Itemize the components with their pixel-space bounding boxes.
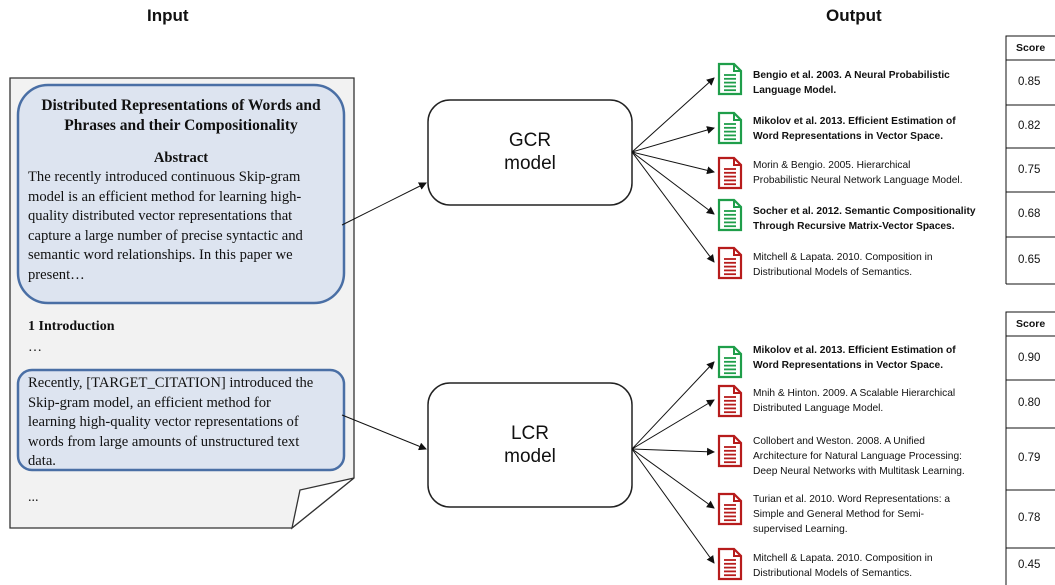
abstract-box bbox=[16, 83, 346, 305]
document-icon-red bbox=[717, 547, 743, 581]
context-box bbox=[16, 368, 346, 472]
gcr-model-label: GCR model bbox=[428, 129, 632, 175]
score-value: 0.90 bbox=[1018, 352, 1041, 364]
input-header: Input bbox=[147, 6, 189, 25]
lcr-model-line2: model bbox=[504, 446, 556, 467]
citation-text-line: Distributional Models of Semantics. bbox=[753, 267, 913, 278]
gcr-output-arrows bbox=[631, 77, 715, 263]
citation-text-line: Mnih & Hinton. 2009. A Scalable Hierarch… bbox=[753, 388, 956, 399]
lcr-model-line1: LCR bbox=[510, 423, 549, 444]
citation-text-line: Distributional Models of Semantics. bbox=[753, 568, 913, 579]
citation-text-line: Deep Neural Networks with Multitask Lear… bbox=[753, 466, 965, 477]
document-icon-red bbox=[717, 384, 743, 418]
citation-text-line: Turian et al. 2010. Word Representations… bbox=[753, 494, 951, 505]
paper-title: Distributed Representations of Words and… bbox=[41, 97, 321, 134]
gcr-score-table bbox=[1005, 35, 1055, 285]
context-line: words from large amounts of unstructured… bbox=[28, 433, 300, 450]
citation-text-line: Mitchell & Lapata. 2010. Composition in bbox=[753, 553, 933, 564]
abstract-line: model is an efficient method for learnin… bbox=[28, 188, 302, 205]
score-value: 0.79 bbox=[1018, 452, 1041, 464]
lcr-score-table bbox=[1005, 311, 1055, 585]
citation-text-line: Word Representations in Vector Space. bbox=[753, 360, 944, 371]
abstract-line: quality distributed vector representatio… bbox=[28, 208, 293, 224]
citation-text-line: Bengio et al. 2003. A Neural Probabilist… bbox=[753, 70, 950, 81]
arrow-abstract-to-gcr bbox=[341, 182, 427, 226]
score-value: 0.45 bbox=[1018, 559, 1041, 571]
document-icon-red bbox=[717, 156, 743, 190]
intro-heading: 1 Introduction bbox=[28, 319, 115, 334]
citation-text-line: Mitchell & Lapata. 2010. Composition in bbox=[753, 252, 933, 263]
context-line: Skip-gram model, an efficient method for bbox=[28, 394, 271, 411]
abstract-line: present… bbox=[28, 266, 85, 283]
score-value: 0.82 bbox=[1018, 120, 1041, 132]
gcr-model-line2: model bbox=[504, 153, 556, 174]
score-value: 0.85 bbox=[1018, 76, 1041, 88]
citation-text-line: Architecture for Natural Language Proces… bbox=[753, 451, 962, 462]
context-line: learning high-quality vector representat… bbox=[28, 414, 299, 430]
citation-text-line: Mikolov et al. 2013. Efficient Estimatio… bbox=[753, 116, 956, 127]
abstract-line: The recently introduced continuous Skip-… bbox=[28, 169, 301, 185]
abstract-line: capture a large number of precise syntac… bbox=[28, 227, 303, 244]
lcr-model-label: LCR model bbox=[428, 422, 632, 468]
document-icon-red bbox=[717, 434, 743, 468]
citation-text-line: Language Model. bbox=[753, 85, 837, 96]
abstract-heading: Abstract bbox=[153, 150, 209, 166]
score-value: 0.78 bbox=[1018, 512, 1041, 524]
paper-fold bbox=[290, 477, 355, 530]
output-header: Output bbox=[826, 6, 882, 25]
arrow-context-to-lcr bbox=[341, 414, 427, 451]
citation-text-line: Probabilistic Neural Network Language Mo… bbox=[753, 175, 963, 186]
citation-text-line: Mikolov et al. 2013. Efficient Estimatio… bbox=[753, 345, 956, 356]
citation-text-line: Simple and General Method for Semi- bbox=[753, 509, 925, 520]
citation-text-line: Word Representations in Vector Space. bbox=[753, 131, 944, 142]
document-icon-green bbox=[717, 198, 743, 232]
document-icon-red bbox=[717, 246, 743, 280]
context-line: data. bbox=[28, 453, 56, 469]
score-value: 0.68 bbox=[1018, 208, 1041, 220]
score-value: 0.80 bbox=[1018, 397, 1041, 409]
lcr-score-header: Score bbox=[1016, 318, 1046, 330]
document-icon-red bbox=[717, 492, 743, 526]
gcr-model-line1: GCR bbox=[508, 130, 552, 151]
citation-text-line: Through Recursive Matrix-Vector Spaces. bbox=[753, 221, 955, 232]
lcr-model-box bbox=[427, 382, 633, 508]
citation-text-line: Distributed Language Model. bbox=[753, 403, 884, 414]
context-line: Recently, [TARGET_CITATION] introduced t… bbox=[28, 375, 314, 391]
document-icon-green bbox=[717, 345, 743, 379]
score-value: 0.65 bbox=[1018, 254, 1041, 266]
citation-text-line: Socher et al. 2012. Semantic Composition… bbox=[753, 206, 976, 217]
end-ellipsis: ... bbox=[28, 490, 39, 505]
intro-ellipsis: … bbox=[28, 340, 42, 355]
gcr-score-header: Score bbox=[1016, 42, 1046, 54]
score-value: 0.75 bbox=[1018, 164, 1041, 176]
lcr-output-arrows bbox=[631, 361, 715, 564]
abstract-line: semantic word relationships. In this pap… bbox=[28, 247, 293, 263]
document-icon-green bbox=[717, 62, 743, 96]
citation-text-line: Morin & Bengio. 2005. Hierarchical bbox=[753, 160, 911, 171]
document-icon-green bbox=[717, 111, 743, 145]
citation-text-line: supervised Learning. bbox=[753, 524, 848, 535]
citation-text-line: Collobert and Weston. 2008. A Unified bbox=[753, 436, 925, 447]
